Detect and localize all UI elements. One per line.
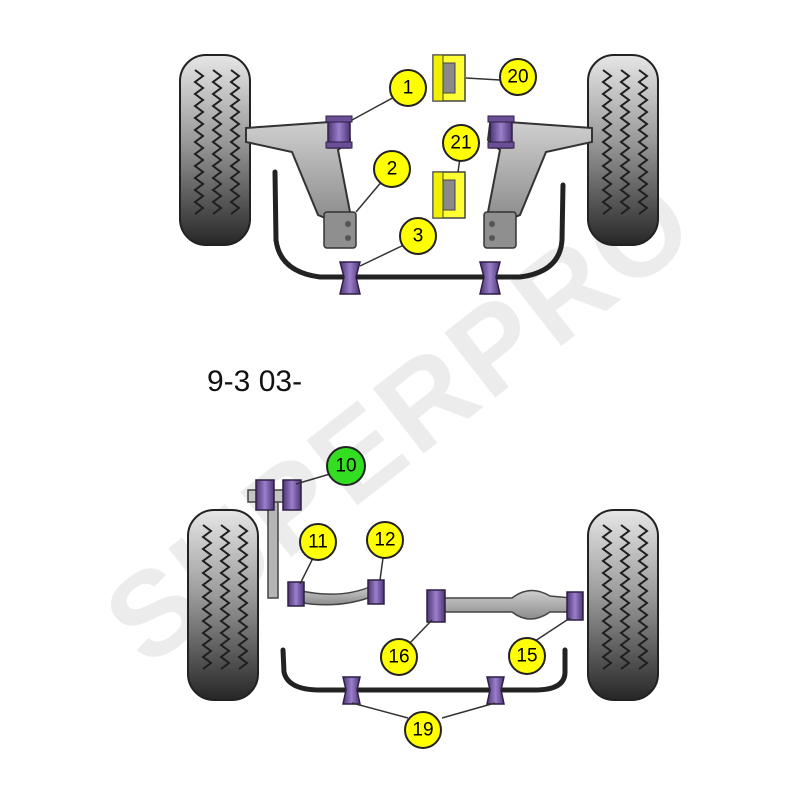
rear-right-tyre xyxy=(587,509,659,701)
front-leader-lines xyxy=(351,77,501,267)
bush-trailing-arm-right xyxy=(282,479,302,511)
callout-15-label: 15 xyxy=(516,646,537,667)
callout-1: 1 xyxy=(389,69,427,107)
callout-16: 16 xyxy=(380,638,418,676)
front-anti-roll-bar xyxy=(272,169,566,280)
callout-2-label: 2 xyxy=(387,159,398,180)
bush-front-arb-left xyxy=(339,261,361,295)
bush-toe-link-outer xyxy=(287,581,305,607)
callout-11-label: 11 xyxy=(308,532,328,553)
callout-20: 20 xyxy=(499,58,537,96)
callout-12-label: 12 xyxy=(374,530,395,551)
callout-21-label: 21 xyxy=(450,133,471,154)
bush-trailing-arm-left xyxy=(255,479,275,511)
callout-12: 12 xyxy=(366,521,404,559)
callout-20-label: 20 xyxy=(507,67,528,88)
callout-15: 15 xyxy=(508,637,546,675)
front-right-tyre xyxy=(587,54,659,246)
callout-19-label: 19 xyxy=(412,720,433,741)
rear-left-tyre xyxy=(187,509,259,701)
bush-front-wishbone-front-left xyxy=(325,115,353,149)
callout-10: 10 xyxy=(326,446,366,486)
bush-front-wishbone-rear-right xyxy=(483,211,517,249)
callout-21: 21 xyxy=(442,124,480,162)
rear-toe-link xyxy=(296,585,377,606)
bush-toe-link-inner xyxy=(367,579,385,605)
bush-lower-arm-outer xyxy=(566,591,584,621)
rear-trailing-link xyxy=(267,495,279,599)
front-axle-group xyxy=(179,54,659,295)
callout-3: 3 xyxy=(399,217,437,255)
bush-front-arb-right xyxy=(479,261,501,295)
callout-10-label: 10 xyxy=(335,456,356,477)
bush-front-wishbone-front-right xyxy=(487,115,515,149)
bush-rear-arb-left xyxy=(342,676,361,705)
bush-front-wishbone-rear-left xyxy=(323,211,357,249)
rear-axle-group xyxy=(187,473,659,719)
front-left-tyre xyxy=(179,54,251,246)
insert-20 xyxy=(432,54,466,102)
rear-lower-arm xyxy=(439,589,573,620)
callout-19: 19 xyxy=(404,711,442,749)
bush-rear-arb-right xyxy=(486,676,505,705)
callout-3-label: 3 xyxy=(413,226,424,247)
bush-lower-arm-inner xyxy=(426,589,446,623)
rear-anti-roll-bar xyxy=(280,647,568,693)
model-label: 9-3 03- xyxy=(207,365,302,398)
callout-11: 11 xyxy=(299,523,337,561)
callout-1-label: 1 xyxy=(403,78,414,99)
insert-21 xyxy=(432,171,466,219)
callout-2: 2 xyxy=(373,150,411,188)
rear-leader-lines xyxy=(295,473,571,719)
callout-16-label: 16 xyxy=(388,647,409,668)
